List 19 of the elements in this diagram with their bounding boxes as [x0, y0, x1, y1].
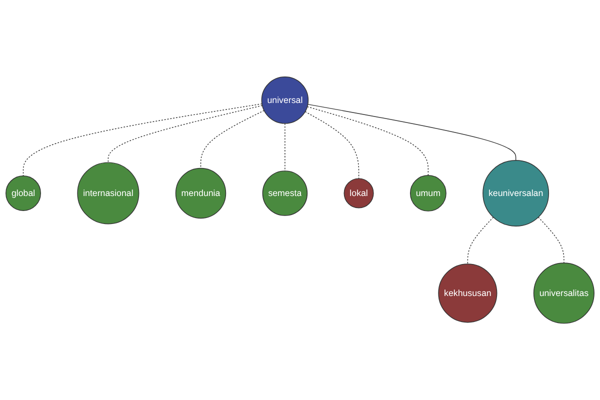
node-circle: universalitas: [533, 262, 594, 324]
connector: [306, 106, 429, 176]
connector: [307, 104, 516, 161]
connector: [467, 216, 494, 264]
node-circle: umum: [410, 174, 446, 212]
node-circle: global: [6, 175, 41, 211]
node-circle: universal: [261, 76, 309, 124]
connector: [22, 103, 262, 176]
connector: [108, 105, 263, 163]
connector: [200, 110, 264, 168]
connector: [538, 216, 564, 264]
node-circle: internasional: [77, 162, 140, 224]
node-circle: kekhususan: [438, 264, 498, 323]
connector: [284, 122, 286, 172]
node-circle: mendunia: [175, 168, 226, 218]
node-circle: semesta: [262, 170, 308, 216]
node-circle: lokal: [344, 178, 374, 208]
connector: [304, 111, 360, 179]
node-circle: keuniversalan: [482, 160, 550, 226]
